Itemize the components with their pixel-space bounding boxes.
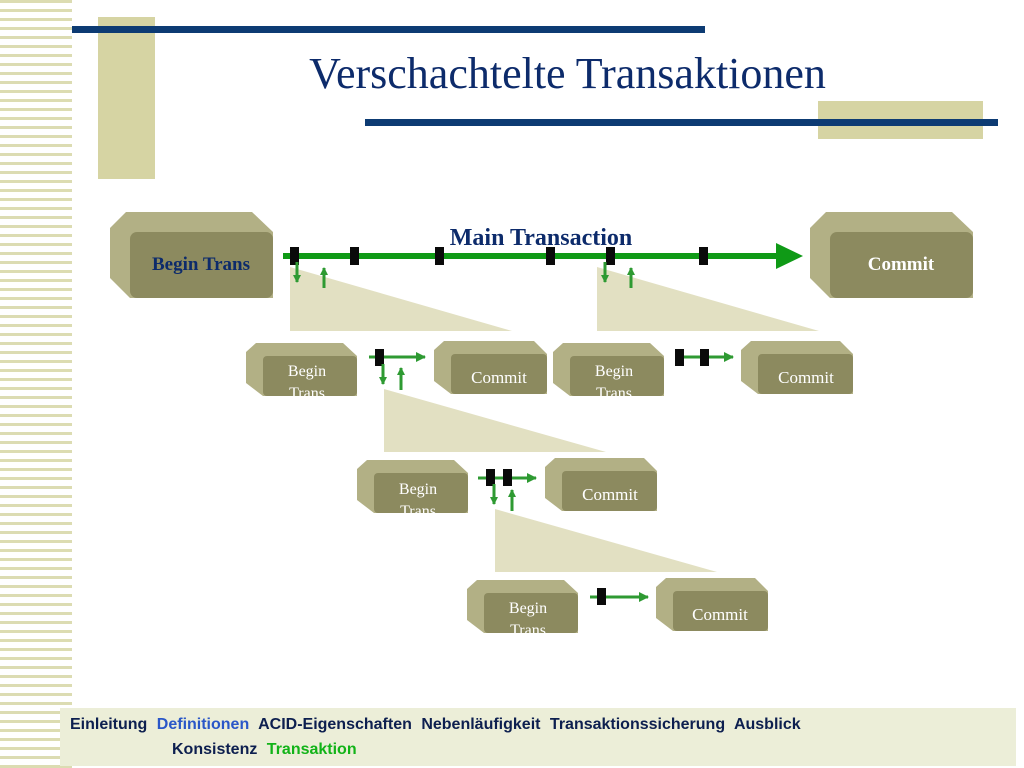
level1-left-commit-label: Commit (471, 368, 527, 387)
wedge-main-left (290, 267, 512, 331)
level2-call-arrows (490, 484, 516, 511)
level1-right-commit-box: Commit (741, 341, 853, 394)
nav-item-einleitung[interactable]: Einleitung (70, 716, 148, 733)
main-begin-trans-box: Begin Trans (110, 212, 273, 298)
level1-left-call-arrows (379, 364, 405, 390)
accent-block-left (98, 17, 155, 179)
nav-item-acid-eigenschaften[interactable]: ACID-Eigenschaften (258, 716, 412, 733)
decorative-stripes (0, 0, 72, 768)
level2-commit-label: Commit (582, 485, 638, 504)
level1-right-begin-label: Begin (595, 363, 633, 380)
wedge-level2 (384, 389, 606, 452)
navigation-bar: Einleitung Definitionen ACID-Eigenschaft… (60, 708, 1016, 766)
level1-left-trans-label: Trans (289, 385, 325, 402)
main-left-call-arrows (293, 262, 328, 288)
wedge-level3 (495, 509, 717, 572)
level3-begin-trans-box: Begin Trans (467, 580, 578, 639)
main-transaction-label: Main Transaction (450, 225, 632, 251)
nav-item-transaktionssicherung[interactable]: Transaktionssicherung (549, 716, 726, 733)
level2-markers (486, 469, 512, 486)
level1-right-markers (675, 349, 709, 366)
level3-trans-label: Trans (510, 622, 546, 639)
nav-item-nebenlaeufigkeit[interactable]: Nebenläufigkeit (421, 716, 541, 733)
level1-left-commit-box: Commit (434, 341, 547, 394)
main-right-call-arrows (601, 262, 635, 288)
level1-right-commit-label: Commit (778, 368, 834, 387)
nav-item-definitionen[interactable]: Definitionen (156, 716, 250, 733)
main-commit-label: Commit (868, 254, 935, 275)
level3-commit-label: Commit (692, 605, 748, 624)
level1-right-begin-trans-box: Begin Trans (553, 343, 664, 402)
slide-title: Verschachtelte Transaktionen (309, 49, 826, 98)
main-begin-trans-label: Begin Trans (152, 254, 250, 275)
level1-left-marker (375, 349, 384, 366)
level3-marker (597, 588, 606, 605)
main-commit-box: Commit (810, 212, 973, 298)
level2-commit-box: Commit (545, 458, 657, 511)
nav-item-ausblick[interactable]: Ausblick (733, 716, 801, 733)
level3-commit-box: Commit (656, 578, 768, 631)
nav-subitem-konsistenz[interactable]: Konsistenz (172, 741, 258, 758)
main-savepoint-markers (290, 247, 708, 265)
title-rule-top (72, 26, 705, 33)
level2-begin-label: Begin (399, 481, 437, 498)
nav-subitem-transaktion[interactable]: Transaktion (266, 741, 357, 758)
wedge-main-right (597, 267, 819, 331)
level2-trans-label: Trans (400, 503, 436, 520)
level1-right-trans-label: Trans (596, 385, 632, 402)
level1-left-begin-label: Begin (288, 363, 326, 380)
level1-left-begin-trans-box: Begin Trans (246, 343, 357, 402)
nav-main-row: Einleitung Definitionen ACID-Eigenschaft… (70, 716, 806, 734)
main-transaction-arrowhead (776, 243, 803, 269)
level3-begin-label: Begin (509, 600, 547, 617)
title-rule-bottom (365, 119, 998, 126)
level2-begin-trans-box: Begin Trans (357, 460, 468, 520)
nav-sub-row: Konsistenz Transaktion (172, 741, 362, 759)
